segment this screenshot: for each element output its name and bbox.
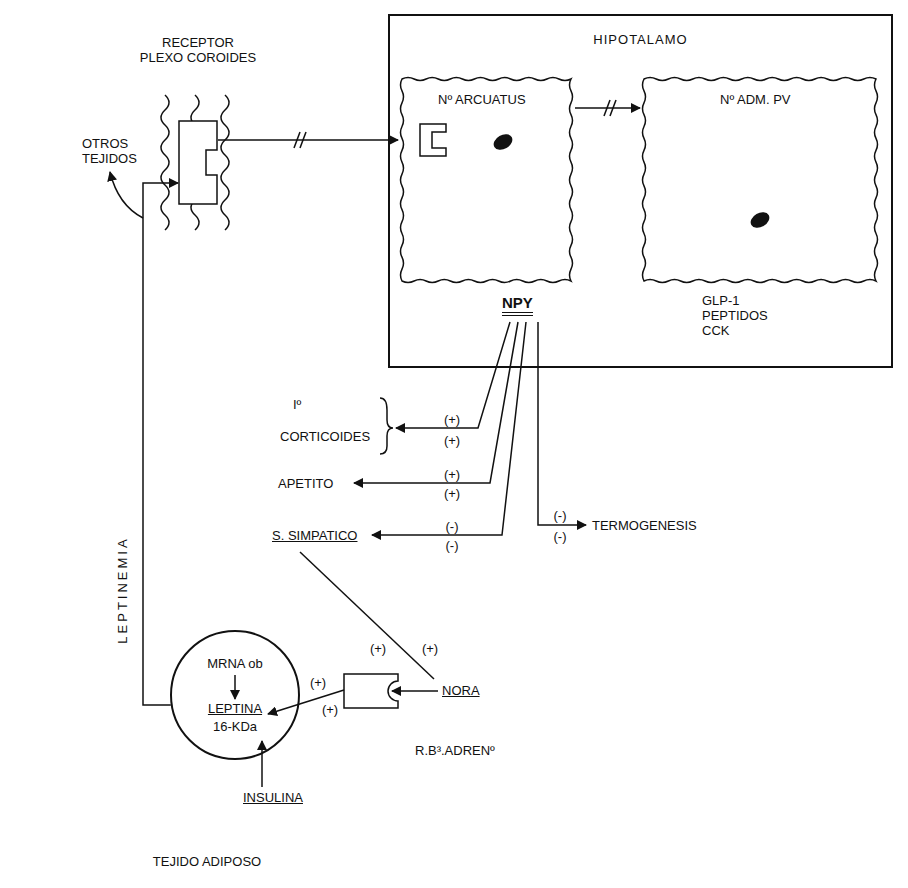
nucleus-box: Nº ADM. PV [640,75,880,285]
receptor-symbol [344,674,398,708]
annotation-label: (+) [444,467,460,482]
annotation-label: (+) [310,675,326,690]
annotation-label: (+) [444,433,460,448]
annotation-label: (-) [446,538,459,553]
neuron-blob [491,131,515,153]
brace [380,398,393,454]
annotation-label: (+) [370,641,386,656]
annotation-label: (-) [446,519,459,534]
annotation-label: S. SIMPATICO [272,528,357,543]
cell-circle: MRNA obLEPTINA16-KDaTEJIDO ADIPOSO [170,630,300,760]
node-text: HIPOTALAMO [390,32,891,47]
effect-arrow [110,172,143,218]
annotation-label: OTROS TEJIDOS [82,136,148,166]
node-text: NPY [502,294,533,316]
node-text: MRNA ob [172,656,298,671]
receptor-symbol-outline [178,120,218,205]
nucleus-box-outline-path [643,78,878,283]
effect-arrow [372,322,526,535]
connector-arrow [575,107,640,109]
node-text: TEJIDO ADIPOSO [132,854,282,869]
receptor-symbol: RECEPTOR PLEXO COROIDES [178,120,218,205]
effect-arrow [538,322,586,525]
expression-arrow [234,675,236,699]
annotation-label: (+) [422,641,438,656]
effect-arrow [261,741,263,787]
nucleus-box-outline-path [401,78,573,283]
edge-label: LEPTINEMIA [115,534,130,645]
node-text: Nº ARCUATUS [438,92,526,107]
sympathetic-line [300,552,434,679]
node-text: 16-KDa [172,719,298,734]
annotation-label: (+) [322,702,338,717]
node-text: LEPTINA [172,701,298,716]
annotation-label: APETITO [278,476,333,491]
annotation-label: CORTICOIDES [280,429,370,444]
region-box: HIPOTALAMO NPY GLP-1 PEPTIDOS CCK Nº ARCUAT… [388,14,893,368]
annotation-label: NORA [442,683,480,698]
effect-arrow [392,690,438,692]
annotation-label: INSULINA [243,790,303,805]
node-text: Nº ADM. PV [720,92,790,107]
membrane-line [161,95,169,230]
connector-arrow [218,139,398,141]
connector-arrow [143,183,178,705]
annotation-label: R.B³.ADRENº [415,743,495,758]
effect-arrow [354,322,518,483]
effect-arrow [396,322,510,428]
nucleus-box: Nº ARCUATUS [398,75,575,285]
annotation-label: (+) [444,486,460,501]
receptor-symbol-outline-path [179,121,217,204]
receptor-symbol [420,124,446,156]
annotation-label: TERMOGENESIS [592,518,697,533]
node-text: RECEPTOR PLEXO COROIDES [118,35,278,65]
node-text: GLP-1 PEPTIDOS CCK [702,293,777,338]
annotation-label: Iº [293,397,301,412]
annotation-label: (+) [444,412,460,427]
annotation-label: (-) [554,529,567,544]
annotation-label: (-) [554,508,567,523]
membrane-line [221,95,229,230]
neuron-blob [748,209,772,231]
